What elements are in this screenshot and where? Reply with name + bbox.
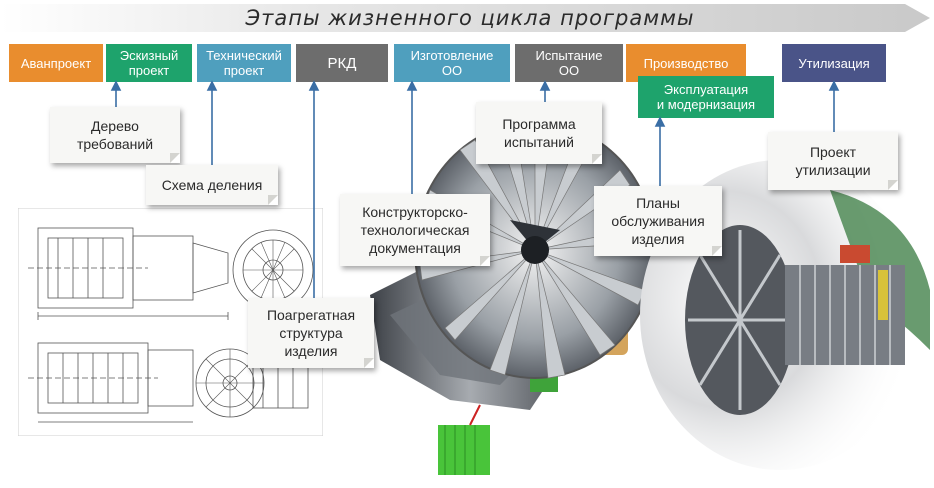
phase-ekspluatatsiya[interactable]: Эксплуатация и модернизация	[638, 76, 774, 118]
note-test-program: Программа испытаний	[476, 102, 602, 164]
phase-avanproekt[interactable]: Аванпроект	[9, 44, 103, 82]
note-requirements-tree: Дерево требований	[50, 107, 180, 163]
phase-rkd[interactable]: РКД	[296, 44, 388, 82]
phase-izgotovlenie-oo[interactable]: Изготовление ОО	[394, 44, 510, 82]
note-disposal-project: Проект утилизации	[768, 132, 898, 190]
phase-ispytanie-oo[interactable]: Испытание ОО	[515, 44, 623, 82]
phase-tekhnichesky-proekt[interactable]: Технический проект	[197, 44, 291, 82]
note-assembly-structure: Поагрегатная структура изделия	[248, 298, 374, 368]
note-division-scheme: Схема деления	[146, 165, 278, 205]
phase-utilizatsiya[interactable]: Утилизация	[782, 44, 886, 82]
page-title: Этапы жизненного цикла программы	[245, 6, 695, 30]
phase-eskizny-proekt[interactable]: Эскизный проект	[106, 44, 192, 82]
phase-proizvodstvo[interactable]: Производство	[626, 44, 746, 82]
lifecycle-banner-arrow	[0, 4, 930, 32]
note-maintenance-plans: Планы обслуживания изделия	[594, 186, 722, 256]
note-design-docs: Конструкторско- технологическая документ…	[340, 194, 490, 266]
